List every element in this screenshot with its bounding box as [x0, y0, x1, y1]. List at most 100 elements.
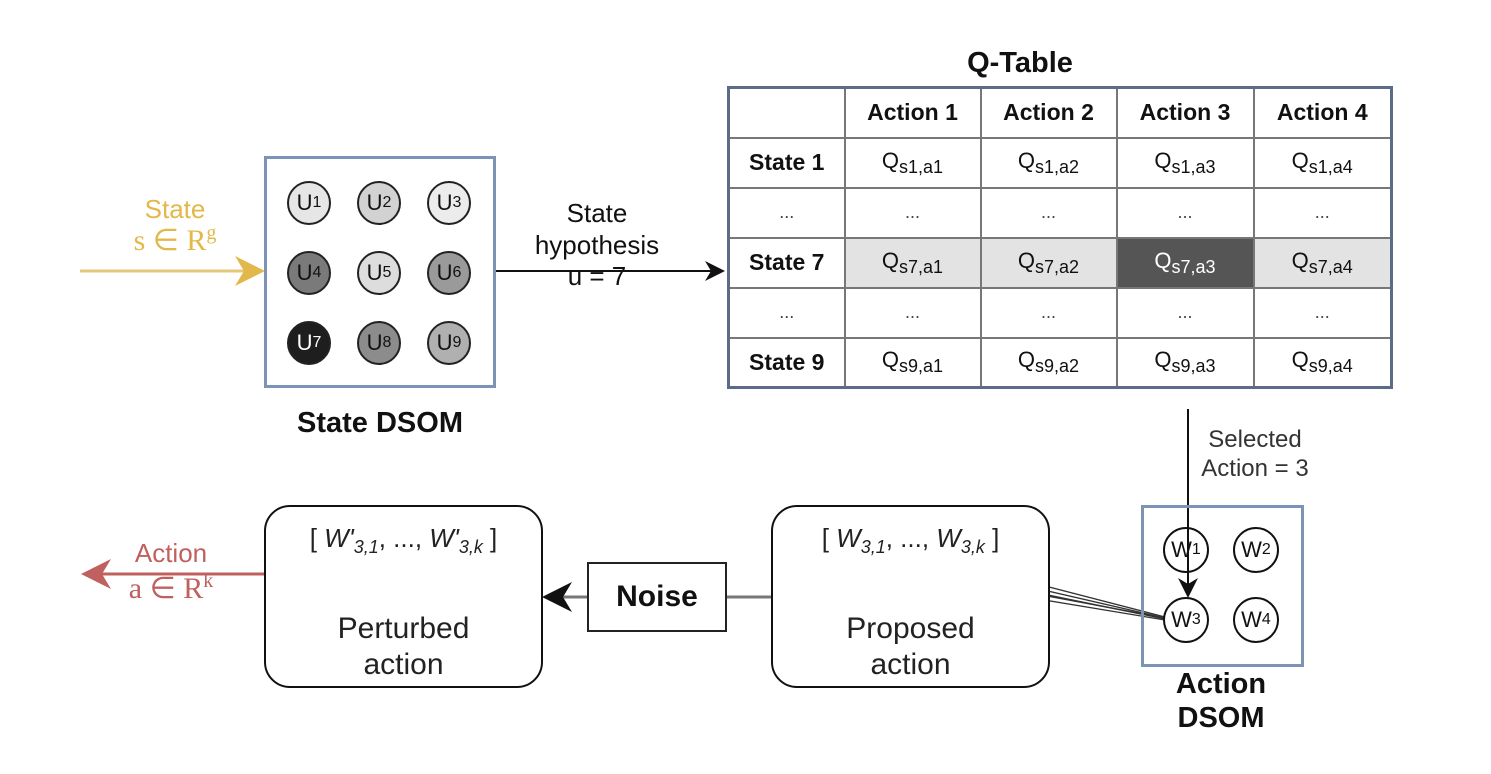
action-node-label: W [1241, 607, 1262, 632]
qtable-row-label: State 9 [727, 336, 846, 389]
qtable-row: ............... [727, 286, 1393, 339]
proposed-caption-line1: Proposed [846, 612, 975, 645]
qtable-row-label: ... [727, 186, 846, 239]
qtable-q-cell: Qs1,a2 [979, 136, 1118, 189]
perturbed-wk: W' [429, 523, 459, 553]
qtable-ellipsis-cell: ... [843, 286, 982, 339]
action-formula-sup: k [203, 570, 214, 593]
qtable-header-action-4: Action 4 [1252, 86, 1393, 139]
perturbed-vector: [ W'3,1, ..., W'3,k ] [266, 523, 541, 559]
qtable-q-cell: Qs9,a1 [843, 336, 982, 389]
proposed-wk-sub: 3,k [961, 537, 985, 557]
qtable-q-cell: Qs9,a3 [1115, 336, 1255, 389]
q-symbol: Q [881, 247, 900, 273]
q-symbol: Q [1291, 247, 1309, 273]
qtable-ellipsis-cell: ... [1115, 186, 1255, 239]
q-subscript: s1,a1 [899, 156, 944, 177]
q-subscript: s7,a1 [899, 256, 944, 277]
perturbed-w1: W' [324, 523, 354, 553]
qtable-header-action-1: Action 1 [843, 86, 982, 139]
action-dsom-title: Action DSOM [1141, 668, 1301, 735]
qtable-corner-cell [727, 86, 846, 139]
q-symbol: Q [1154, 347, 1172, 373]
perturbed-caption-line1: Perturbed [337, 612, 470, 645]
action-node-index: 2 [1261, 541, 1271, 558]
state-node-index: 7 [312, 334, 322, 351]
proposed-caption: Proposed action [773, 611, 1048, 683]
q-subscript: s9,a1 [899, 356, 944, 377]
action-node-index: 1 [1191, 541, 1201, 558]
qtable-row-label: ... [727, 286, 846, 339]
qtable-ellipsis-cell: ... [843, 186, 982, 239]
state-node-index: 4 [312, 264, 322, 281]
perturbed-ellipsis: , ..., [378, 523, 430, 553]
q-symbol: Q [881, 147, 900, 173]
selected-action-line1: Selected [1208, 426, 1302, 453]
qtable-q-cell: Qs1,a3 [1115, 136, 1255, 189]
action-node-index: 4 [1261, 611, 1271, 628]
proposed-action-box: [ W3,1, ..., W3,k ] Proposed action [771, 505, 1050, 688]
action-output-formula: a ∈ Rk [96, 569, 246, 607]
qtable-row-label: State 7 [727, 236, 846, 289]
state-node-index: 3 [452, 194, 462, 211]
state-node-index: 6 [452, 264, 462, 281]
action-dsom-box [1141, 505, 1304, 667]
state-node-label: U [366, 330, 383, 355]
proposed-wk: W [936, 523, 961, 553]
state-node-index: 5 [382, 264, 392, 281]
proposed-w1-sub: 3,1 [861, 537, 886, 557]
qtable-ellipsis-cell: ... [979, 186, 1118, 239]
state-node-label: U [366, 190, 383, 215]
q-subscript: s9,a2 [1035, 356, 1080, 377]
q-symbol: Q [881, 347, 900, 373]
qtable-row-label: State 1 [727, 136, 846, 189]
q-symbol: Q [1017, 247, 1036, 273]
action-formula-text: a ∈ R [128, 572, 204, 606]
proposed-w1: W [836, 523, 861, 553]
qtable-q-cell: Qs7,a1 [843, 236, 982, 289]
q-subscript: s7,a4 [1308, 256, 1353, 277]
q-subscript: s1,a3 [1171, 156, 1216, 177]
state-node-index: 1 [312, 194, 322, 211]
perturbed-bracket-close: ] [482, 523, 498, 553]
qtable-ellipsis-cell: ... [1115, 286, 1255, 339]
proposed-bracket-close: ] [984, 523, 1000, 553]
state-node-label: U [366, 260, 383, 285]
selected-action-label: Selected Action = 3 [1190, 426, 1320, 484]
qtable-q-cell: Qs7,a3 [1115, 236, 1255, 289]
state-node-label: U [296, 260, 313, 285]
state-node-label: U [436, 260, 453, 285]
qtable-q-cell: Qs1,a4 [1252, 136, 1393, 189]
q-symbol: Q [1017, 147, 1036, 173]
action-node-index: 3 [1191, 611, 1201, 628]
q-subscript: s9,a3 [1171, 356, 1216, 377]
qtable-ellipsis-cell: ... [1252, 286, 1393, 339]
qtable-q-cell: Qs7,a2 [979, 236, 1118, 289]
qtable-row: ............... [727, 186, 1393, 239]
q-subscript: s9,a4 [1308, 356, 1353, 377]
selected-action-line2: Action = 3 [1201, 454, 1309, 482]
state-node-label: U [296, 190, 313, 215]
qtable-ellipsis-cell: ... [1252, 186, 1393, 239]
qtable-header-action-3: Action 3 [1115, 86, 1255, 139]
state-node-label: U [436, 190, 453, 215]
perturbed-caption-line2: action [363, 648, 444, 681]
action-output-label: Action a ∈ Rk [96, 538, 246, 607]
perturbed-bracket-open: [ [309, 523, 325, 553]
qtable-ellipsis-cell: ... [979, 286, 1118, 339]
state-node-index: 8 [382, 334, 392, 351]
q-subscript: s7,a2 [1035, 256, 1080, 277]
q-subscript: s1,a2 [1035, 156, 1080, 177]
proposed-caption-line2: action [870, 648, 951, 681]
